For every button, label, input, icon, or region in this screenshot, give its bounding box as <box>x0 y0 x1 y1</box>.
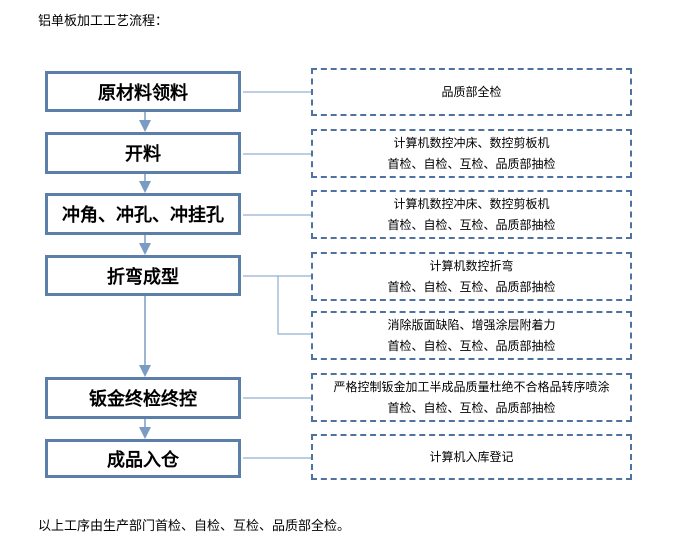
step-label: 开料 <box>125 144 161 165</box>
step-label: 冲角、冲孔、冲挂孔 <box>62 205 224 226</box>
note-line: 计算机数控折弯 <box>429 259 514 274</box>
note-line: 计算机数控冲床、数控剪板机 <box>393 197 550 212</box>
note-line: 首检、自检、互检、品质部抽检 <box>387 338 556 353</box>
connector-5 <box>277 276 311 335</box>
note-punching: 计算机数控冲床、数控剪板机 首检、自检、互检、品质部抽检 <box>311 190 632 239</box>
note-bending: 计算机数控折弯 首检、自检、互检、品质部抽检 <box>311 252 632 301</box>
step-label: 原材料领料 <box>98 82 188 104</box>
step-label: 钣金终检终控 <box>89 389 197 410</box>
note-quality-full-check: 品质部全检 <box>311 68 632 116</box>
note-warehousing: 计算机入库登记 <box>311 434 632 480</box>
step-label: 折弯成型 <box>107 266 179 288</box>
step-warehousing: 成品入仓 <box>45 439 241 478</box>
note-line: 首检、自检、互检、品质部抽检 <box>387 217 556 232</box>
note-line: 首检、自检、互检、品质部抽检 <box>387 400 556 415</box>
note-line: 首检、自检、互检、品质部抽检 <box>387 156 556 171</box>
note-line: 首检、自检、互检、品质部抽检 <box>387 279 556 294</box>
note-line: 计算机入库登记 <box>429 450 514 464</box>
note-cutting: 计算机数控冲床、数控剪板机 首检、自检、互检、品质部抽检 <box>311 129 632 178</box>
note-line: 计算机数控冲床、数控剪板机 <box>393 136 550 151</box>
step-cutting: 开料 <box>45 132 241 174</box>
note-line: 品质部全检 <box>441 85 502 99</box>
note-final-inspection: 严格控制钣金加工半成品质量杜绝不合格品转序喷涂 首检、自检、互检、品质部抽检 <box>311 373 632 422</box>
step-raw-material: 原材料领料 <box>45 71 241 112</box>
step-label: 成品入仓 <box>107 449 179 471</box>
note-line: 消除版面缺陷、增强涂层附着力 <box>387 318 556 333</box>
note-line: 严格控制钣金加工半成品质量杜绝不合格品转序喷涂 <box>333 380 610 395</box>
step-final-inspection: 钣金终检终控 <box>45 377 241 419</box>
note-defect-removal: 消除版面缺陷、增强涂层附着力 首检、自检、互检、品质部抽检 <box>311 311 632 360</box>
step-bending: 折弯成型 <box>45 255 241 296</box>
footer-note: 以上工序由生产部门首检、自检、互检、品质部全检。 <box>38 519 351 534</box>
diagram-title: 铝单板加工工艺流程： <box>38 14 169 29</box>
step-punching: 冲角、冲孔、冲挂孔 <box>45 193 241 235</box>
